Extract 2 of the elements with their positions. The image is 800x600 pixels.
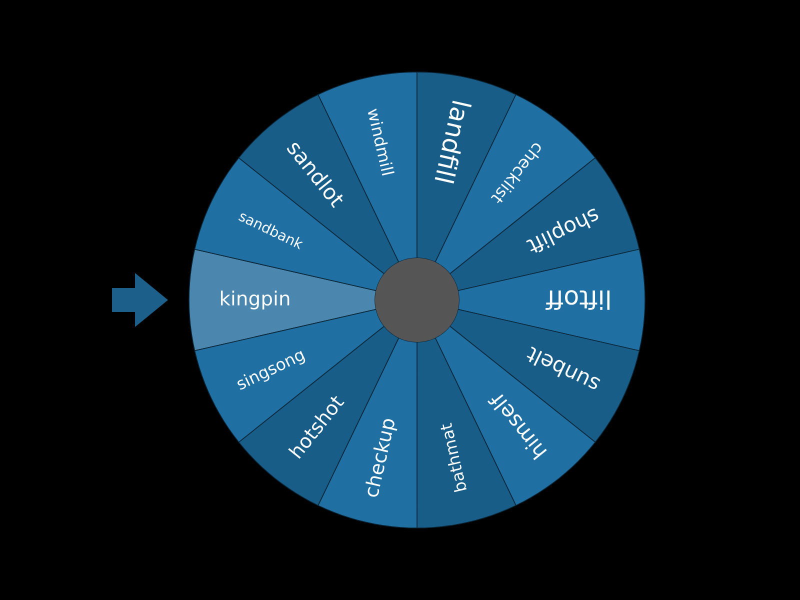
hub-circle (375, 258, 459, 342)
wheel-segment: kingpin (188, 248, 377, 352)
